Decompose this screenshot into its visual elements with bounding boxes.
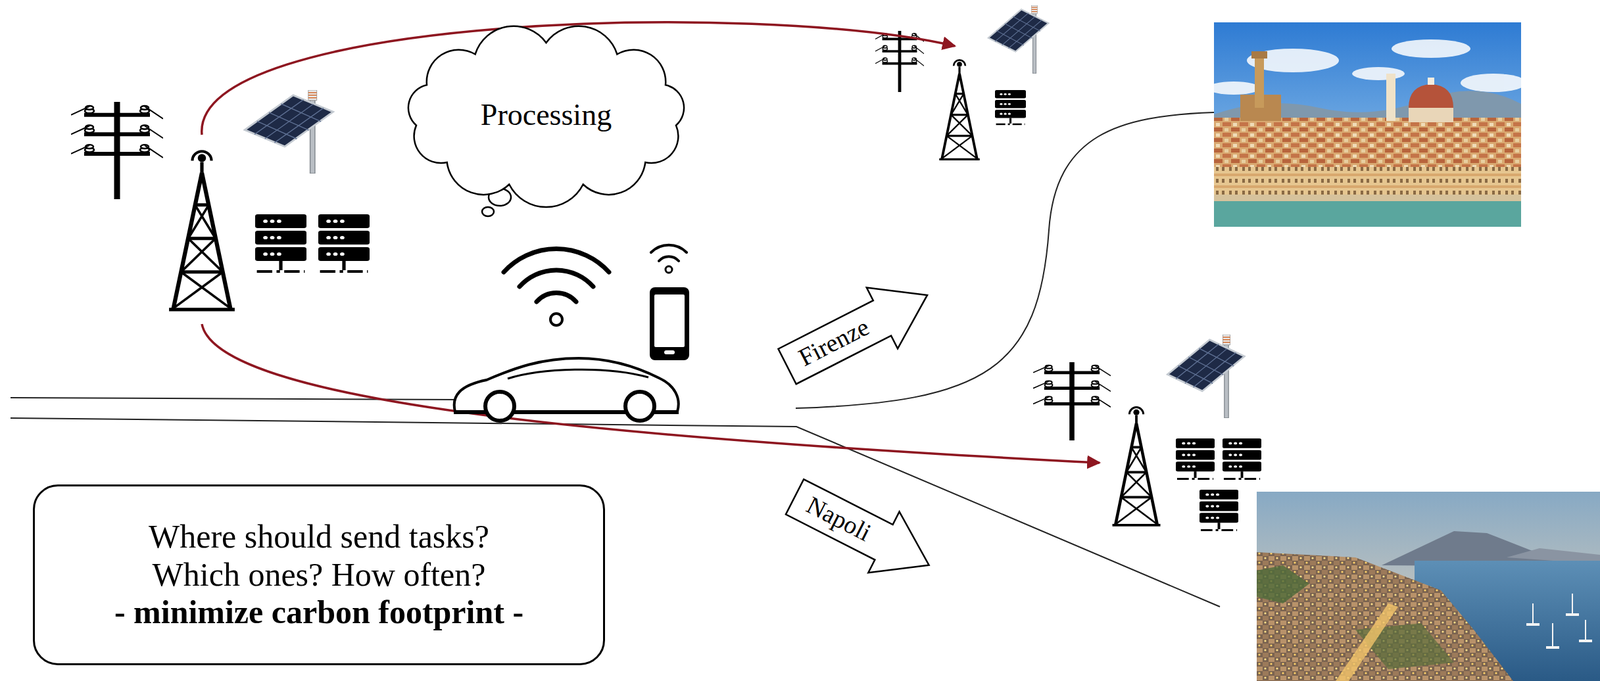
question-box: Where should send tasks?Which ones? How …	[32, 484, 606, 666]
phone	[649, 245, 690, 361]
napoli-station	[1033, 334, 1262, 531]
firenze-photo	[1213, 22, 1522, 227]
left-station	[71, 90, 370, 310]
direction-label: Napoli	[801, 491, 876, 548]
thought-cloud: Processing	[403, 30, 690, 200]
question-text: Where should send tasks?	[148, 518, 490, 557]
direction-label: Firenze	[794, 313, 874, 373]
question-text: - minimize carbon footprint -	[114, 593, 524, 632]
arrow-label-holder: Firenze	[777, 300, 892, 385]
wifi-symbol	[503, 249, 609, 326]
direction-arrow: Firenze	[769, 262, 946, 400]
cloud-label: Processing	[480, 97, 612, 133]
offload-arrows	[201, 22, 1100, 463]
question-text: Which ones? How often?	[152, 556, 486, 595]
napoli-photo	[1256, 491, 1600, 681]
direction-arrow: Napoli	[777, 464, 947, 599]
arrow-label-holder: Napoli	[784, 478, 893, 560]
car	[453, 358, 679, 421]
firenze-station	[875, 5, 1049, 160]
